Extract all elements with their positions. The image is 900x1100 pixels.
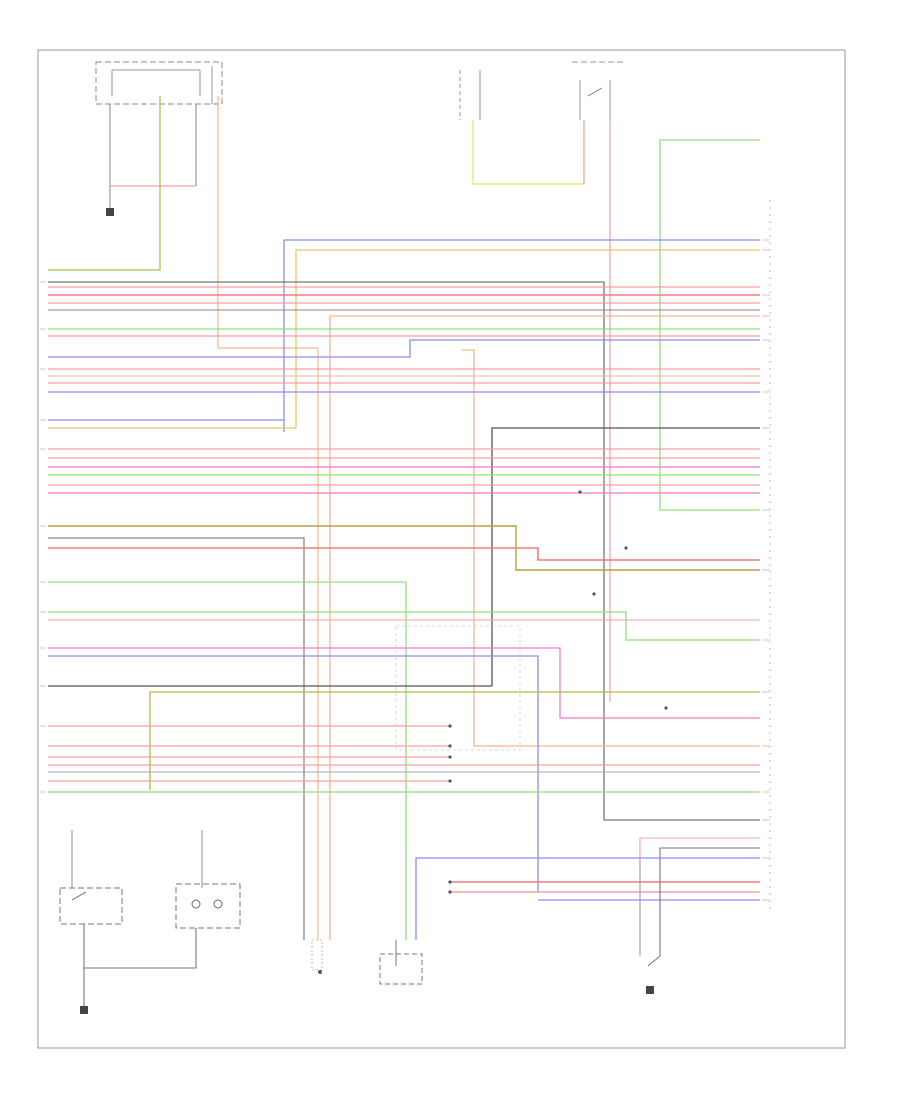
diagram-frame: [37, 49, 846, 1049]
wire-tr-green: [659, 139, 760, 511]
wire-tc-yellow: [472, 120, 585, 185]
top-center-relay: [572, 61, 626, 120]
ground-g101: [106, 208, 114, 216]
ecu-pin-stubs: [762, 239, 770, 901]
wire-tl-olive: [48, 96, 161, 271]
bottom-left-ground: [80, 1006, 88, 1014]
wire-bl-3: [83, 924, 197, 969]
top-center-switch: [459, 70, 481, 120]
bottom-center-sensor: [311, 939, 323, 974]
wire-tl-orange: [217, 96, 319, 940]
splice-dots: [448, 490, 668, 894]
left-pin-ticks: [40, 281, 46, 793]
wire-br-1: [647, 860, 661, 967]
bottom-center-connector: [379, 940, 423, 985]
top-left-sensor: [95, 61, 223, 105]
mid-dashed-box: [395, 625, 521, 751]
bottom-left-sensor: [175, 883, 241, 929]
bottom-left-switch: [59, 887, 123, 925]
bottom-right-ground: [646, 986, 654, 994]
bus-lines: [48, 239, 760, 940]
